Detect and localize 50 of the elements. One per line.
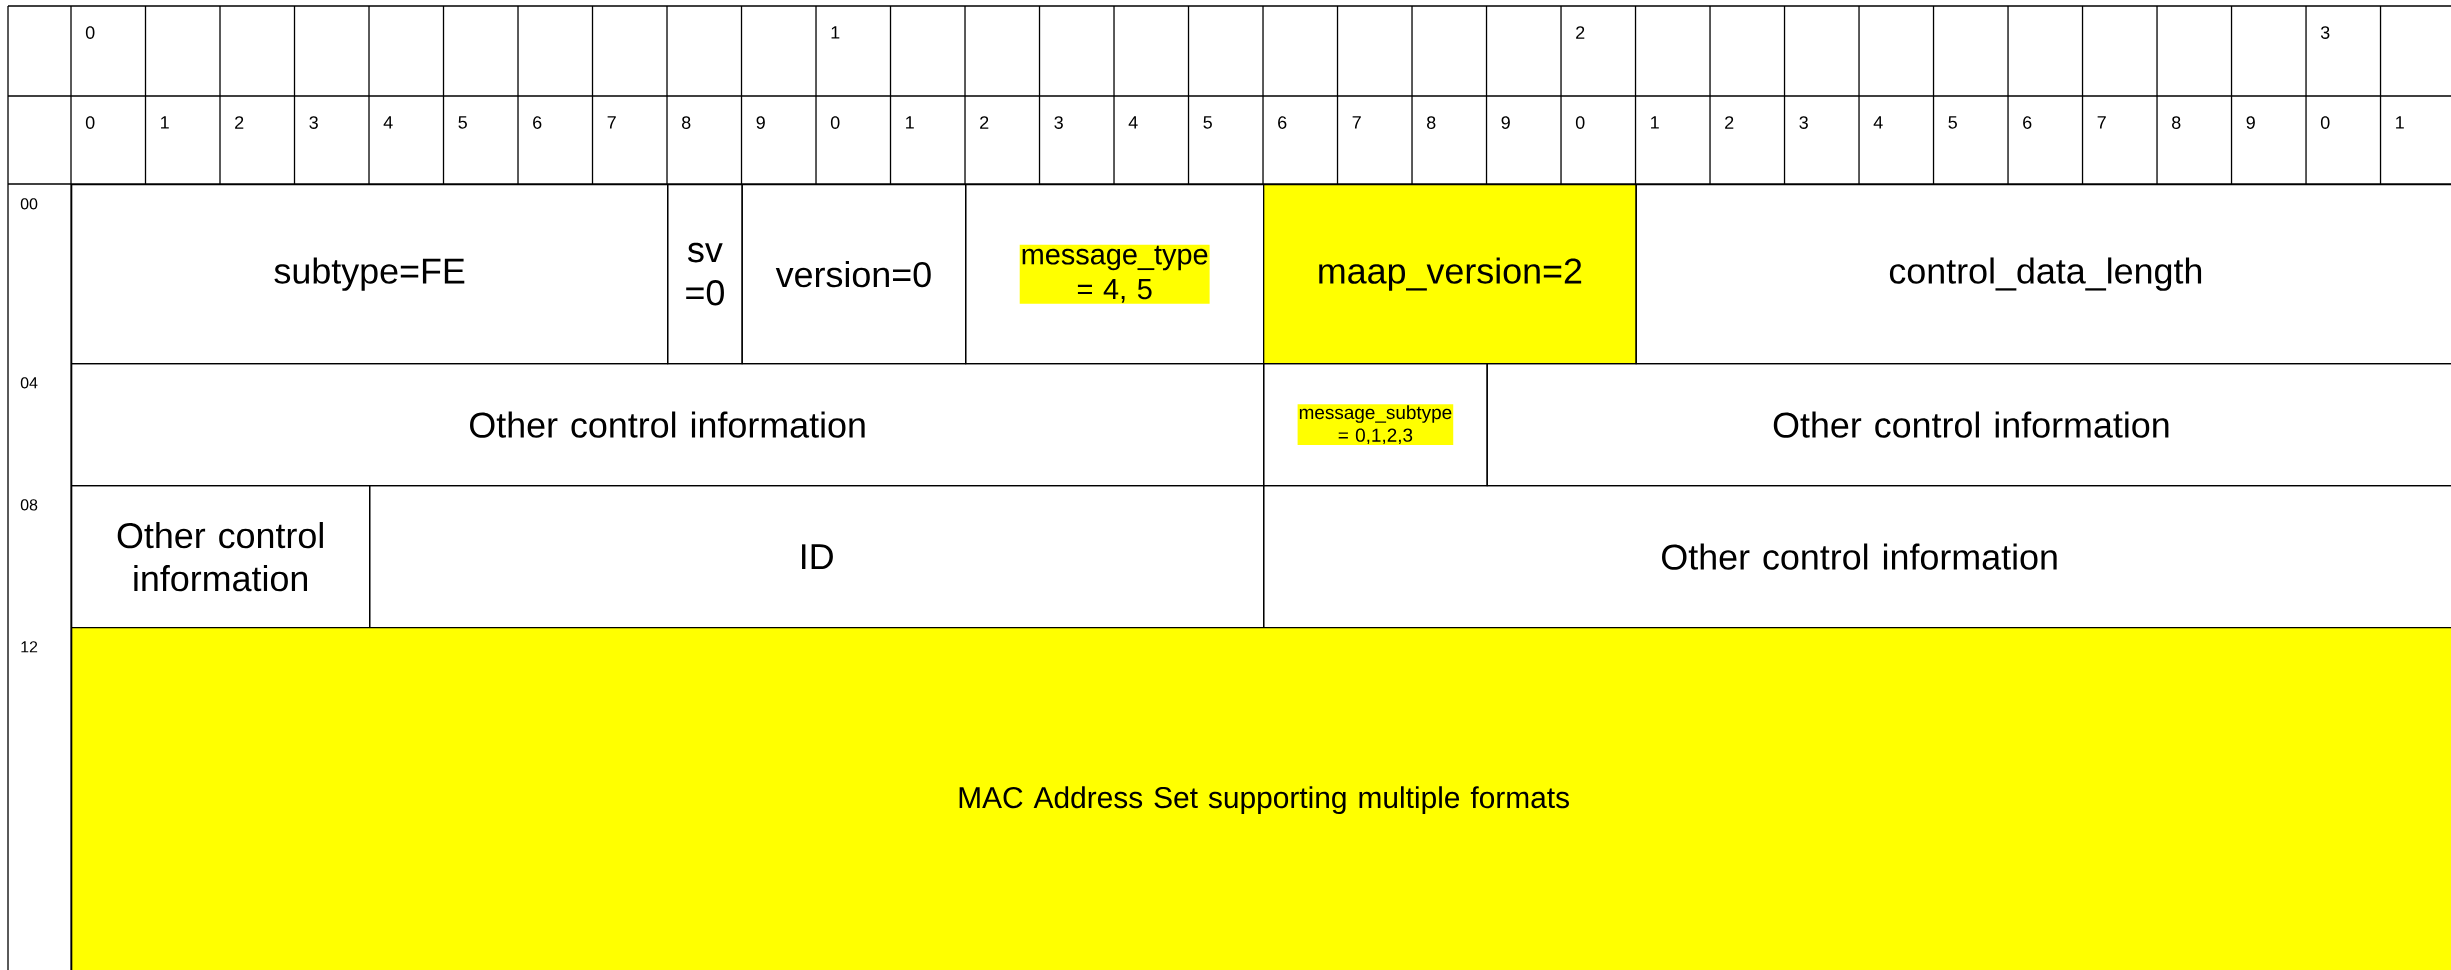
bit-number: 1: [161, 116, 169, 129]
byte-number: 3: [2320, 26, 2330, 39]
bit-number: 9: [2246, 116, 2255, 129]
bit-number: 8: [1427, 116, 1436, 129]
bit-number: 5: [458, 116, 467, 129]
field-cell: Other control information: [71, 363, 1265, 487]
bit-number: 8: [682, 116, 691, 129]
bit-number: 1: [2396, 116, 2404, 129]
field-cell: sv =0: [667, 184, 743, 365]
bit-number: 1: [1651, 116, 1659, 129]
bit-number: 7: [607, 116, 616, 129]
field-cell: message_subtype = 0,1,2,3: [1263, 363, 1488, 487]
bit-number: 7: [1352, 116, 1361, 129]
bit-number: 6: [533, 116, 542, 129]
bit-number: 4: [1128, 116, 1138, 129]
bit-number: 0: [830, 116, 840, 129]
field-cell: subtype=FE: [71, 184, 669, 365]
bit-number: 3: [1799, 116, 1808, 129]
bit-number: 8: [2172, 116, 2181, 129]
bit-number: 5: [1948, 116, 1957, 129]
field-cell: maap_version=2: [1263, 184, 1637, 365]
bit-number: 6: [1278, 116, 1287, 129]
field-cell: message_type = 4, 5: [965, 184, 1265, 365]
row-offset: 08: [20, 499, 38, 511]
row-offset: 04: [20, 377, 38, 389]
bit-number: 4: [383, 116, 393, 129]
field-cell: version=0: [741, 184, 967, 365]
bit-number: 5: [1203, 116, 1212, 129]
bit-number: 0: [1575, 116, 1585, 129]
byte-number: 2: [1576, 26, 1585, 39]
bit-number: 0: [85, 116, 95, 129]
bit-number: 7: [2097, 116, 2106, 129]
bit-number: 9: [1501, 116, 1510, 129]
bit-number: 4: [1873, 116, 1883, 129]
bit-number: 2: [235, 116, 244, 129]
byte-number: 1: [831, 26, 840, 39]
bit-number: 1: [906, 116, 914, 129]
row-offset: 12: [21, 641, 38, 653]
bit-number: 2: [980, 116, 989, 129]
bit-number: 6: [2023, 116, 2032, 129]
field-cell: MAC Address Set supporting multiple formats: [71, 627, 2451, 970]
bit-number: 9: [756, 116, 765, 129]
field-cell: Other control information: [1486, 363, 2451, 487]
bit-number: 3: [1054, 116, 1063, 129]
bit-number: 0: [2320, 116, 2330, 129]
bit-number: 2: [1725, 116, 1734, 129]
byte-number: 0: [85, 26, 95, 39]
field-cell: control_data_length: [1635, 184, 2451, 365]
row-offset: 00: [20, 198, 38, 210]
bit-number: 3: [309, 116, 318, 129]
